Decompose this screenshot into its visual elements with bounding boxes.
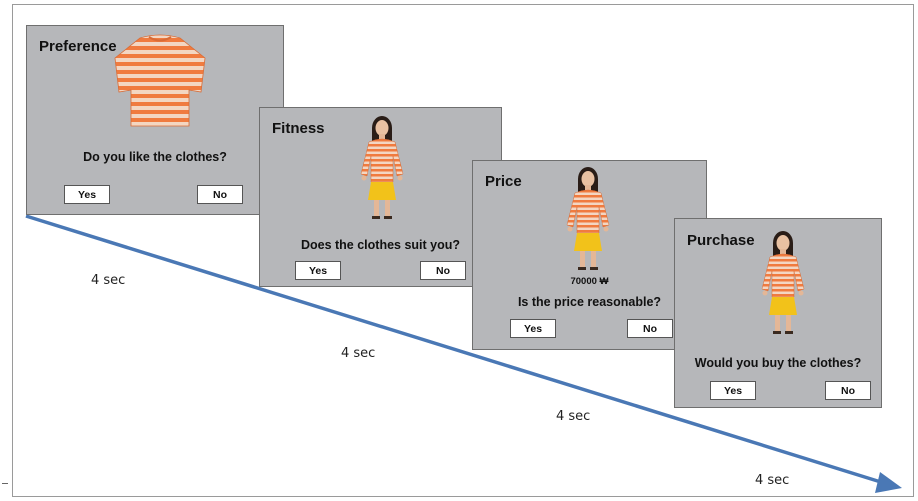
- panel-preference: Preference Do you like the clothes? Yes …: [26, 25, 284, 215]
- no-button[interactable]: No: [197, 185, 243, 204]
- model-image: [360, 115, 404, 220]
- panel-question: Would you buy the clothes?: [694, 356, 862, 370]
- timeline-arrow-head: [875, 472, 902, 493]
- interval-label: 4 sec: [91, 273, 126, 288]
- panel-title: Price: [485, 173, 522, 190]
- panel-fitness: Fitness Does the clothes suit you? Yes N…: [259, 107, 502, 287]
- panel-question: Do you like the clothes?: [83, 150, 227, 164]
- model-image: [761, 230, 805, 335]
- edge-mark: [2, 483, 8, 484]
- yes-button[interactable]: Yes: [295, 261, 341, 280]
- panel-title: Preference: [39, 38, 117, 55]
- interval-label: 4 sec: [755, 473, 790, 488]
- timeline-arrow-line: [25, 214, 885, 485]
- no-button[interactable]: No: [825, 381, 871, 400]
- striped-shirt-image: [114, 34, 206, 127]
- interval-label: 4 sec: [556, 409, 591, 424]
- panel-title: Fitness: [272, 120, 325, 137]
- interval-label: 4 sec: [341, 346, 376, 361]
- panel-purchase: Purchase Would you buy the clothes? Yes …: [674, 218, 882, 408]
- no-button[interactable]: No: [627, 319, 673, 338]
- panel-price: Price 70000 ₩ Is the price reasonable? Y…: [472, 160, 707, 350]
- no-button[interactable]: No: [420, 261, 466, 280]
- yes-button[interactable]: Yes: [710, 381, 756, 400]
- panel-question: Does the clothes suit you?: [300, 238, 461, 252]
- panel-title: Purchase: [687, 232, 755, 249]
- figure-frame: [12, 4, 914, 497]
- panel-question: Is the price reasonable?: [517, 295, 662, 309]
- yes-button[interactable]: Yes: [64, 185, 110, 204]
- model-image: [566, 166, 610, 271]
- yes-button[interactable]: Yes: [510, 319, 556, 338]
- price-label: 70000 ₩: [570, 276, 609, 287]
